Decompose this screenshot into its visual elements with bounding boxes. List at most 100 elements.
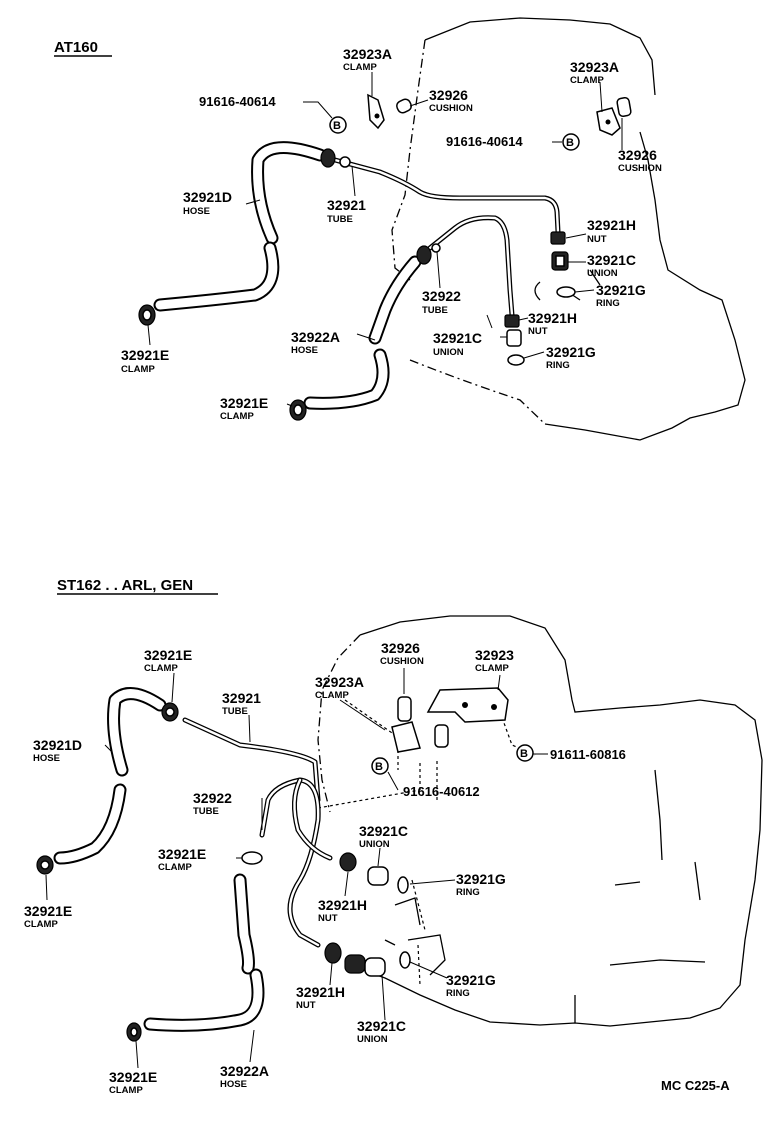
part-number-32922a: 32922A [291, 329, 340, 345]
part-name-clamp-st2: CLAMP [475, 663, 509, 674]
bolt-91616-st: B [371, 757, 389, 775]
part-number-32926-right: 32926 [618, 147, 657, 163]
clamp-32921e-bot-st [126, 1022, 142, 1042]
part-name-clamp-2: CLAMP [121, 364, 155, 375]
part-number-32921c-st2: 32921C [357, 1018, 406, 1034]
section-st162: ST162 . . ARL, GEN [24, 577, 763, 1096]
part-name-union-st1: UNION [359, 839, 390, 850]
union-32921c-top [551, 251, 569, 271]
part-number-91611-60816: 91611-60816 [550, 747, 626, 762]
bolt-symbol: B [375, 761, 383, 773]
engine-detail-st [384, 897, 446, 976]
part-name-clamp-st3: CLAMP [315, 690, 349, 701]
engine-outline-2 [349, 615, 763, 1027]
part-number-32921e-top: 32921E [144, 647, 192, 663]
part-number-32923a: 32923A [343, 46, 392, 62]
clamp-32921e-top-st [161, 702, 179, 722]
clamp-32921e-tube2 [416, 243, 441, 265]
ring-32921g-bot-st [399, 951, 411, 969]
clamp-32923-bracket [426, 687, 509, 723]
part-name-tube: TUBE [327, 214, 353, 225]
union-32921c-top-st [339, 852, 389, 886]
part-number-32921e-bot: 32921E [109, 1069, 157, 1085]
section-title-2: ST162 . . ARL, GEN [57, 577, 193, 594]
part-name-clamp-3: CLAMP [220, 411, 254, 422]
clamp-32923a-left [367, 93, 385, 130]
part-name-clamp-st1: CLAMP [144, 663, 178, 674]
cushion-32926-left [396, 98, 412, 114]
part-name-ring-st2: RING [446, 988, 470, 999]
clamp-32921e-bottom [289, 399, 307, 421]
leader-lines [147, 72, 623, 407]
part-number-32921h: 32921H [587, 217, 636, 233]
ring-32921g-top [556, 286, 576, 298]
part-number-32921h-st2: 32921H [296, 984, 345, 1000]
part-name-nut-st1: NUT [318, 913, 338, 924]
ring-32921g-bottom [507, 354, 525, 366]
bolt-91611-st: B [516, 744, 534, 762]
clamp-32921e-hose-end [320, 148, 351, 168]
bolt-91616-left: B [329, 116, 347, 134]
engine-outline-right [544, 131, 746, 441]
part-name-ring-2: RING [546, 360, 570, 371]
part-name-nut: NUT [587, 234, 607, 245]
ring-32921g-top-st [397, 876, 409, 894]
union-32921c-bottom [506, 329, 522, 347]
clamp-32921e-left [138, 304, 156, 326]
section-at160: AT160 [54, 17, 746, 441]
part-name-hose-st1: HOSE [33, 753, 60, 764]
cushion-32926-st [397, 696, 449, 748]
part-number-32921g: 32921G [596, 282, 646, 298]
part-name-clamp: CLAMP [343, 62, 377, 73]
part-name-clamp-right: CLAMP [570, 75, 604, 86]
part-number-32921c-2: 32921C [433, 330, 482, 346]
bolt-symbol: B [333, 120, 341, 132]
bolt-symbol: B [566, 137, 574, 149]
part-number-32921d-st: 32921D [33, 737, 82, 753]
part-number-32926: 32926 [429, 87, 468, 103]
leader-lines-st [45, 668, 548, 1069]
part-name-union-2: UNION [433, 347, 464, 358]
engine-dash-2 [317, 634, 361, 813]
part-number-32921h-st1: 32921H [318, 897, 367, 913]
diagram-code: MC C225-A [661, 1078, 730, 1093]
part-name-clamp-st5: CLAMP [24, 919, 58, 930]
part-number-32921e-mid: 32921E [158, 846, 206, 862]
nut-32921h-top [550, 231, 566, 245]
part-number-32921h-2: 32921H [528, 310, 577, 326]
part-number-32921c-st1: 32921C [359, 823, 408, 839]
bolt-91616-right: B [562, 133, 580, 151]
part-number-32921g-st1: 32921G [456, 871, 506, 887]
part-name-cushion-st: CUSHION [380, 656, 424, 667]
ring-dot-lines [411, 879, 426, 986]
part-name-union-st2: UNION [357, 1034, 388, 1045]
clamp-32921e-mid-st [241, 851, 263, 865]
part-number-32923a-st: 32923A [315, 674, 364, 690]
part-name-tube-st1: TUBE [222, 706, 248, 717]
union-32921c-bot-st [344, 954, 386, 977]
engine-dash-line-left [391, 39, 426, 281]
part-name-tube-2: TUBE [422, 305, 448, 316]
part-name-ring: RING [596, 298, 620, 309]
part-name-nut-st2: NUT [296, 1000, 316, 1011]
part-name-nut-2: NUT [528, 326, 548, 337]
part-number-32921g-st2: 32921G [446, 972, 496, 988]
part-name-ring-st1: RING [456, 887, 480, 898]
engine-inner-lines [574, 769, 706, 1023]
part-number-32921-st: 32921 [222, 690, 261, 706]
clamp-32921e-left-st [36, 855, 54, 875]
tube-32922-st [259, 777, 321, 948]
part-number-32923-st: 32923 [475, 647, 514, 663]
part-name-clamp-st6: CLAMP [109, 1085, 143, 1096]
clamp-32923a-st [391, 721, 421, 753]
part-number-91616-40614: 91616-40614 [199, 94, 276, 109]
engine-dash-line [409, 359, 546, 425]
part-name-union: UNION [587, 268, 618, 279]
part-number-32921: 32921 [327, 197, 366, 213]
part-name-hose: HOSE [183, 206, 210, 217]
part-number-91616-40614-right: 91616-40614 [446, 134, 523, 149]
part-number-32921g-2: 32921G [546, 344, 596, 360]
part-number-32922a-st: 32922A [220, 1063, 269, 1079]
tube-32921 [332, 157, 561, 235]
